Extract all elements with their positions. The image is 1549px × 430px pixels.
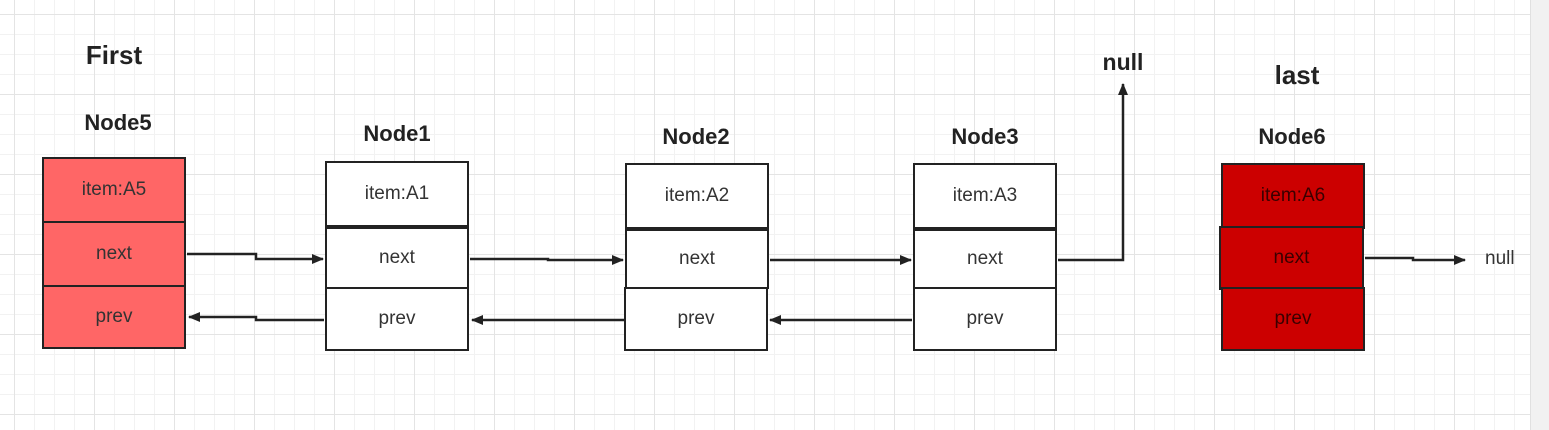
next-arrow-node6-null <box>1365 255 1466 265</box>
last-label: last <box>1274 60 1320 90</box>
node3-prev-cell: prev <box>913 287 1057 351</box>
node2-prev-cell: prev <box>624 287 768 351</box>
node5-title: Node5 <box>84 110 152 135</box>
node2-next-cell: next <box>625 229 769 289</box>
node1-title: Node1 <box>363 121 431 146</box>
node1-next-cell: next <box>325 227 469 289</box>
node6-prev-cell: prev <box>1221 287 1365 351</box>
node3-next-cell: next <box>913 229 1057 289</box>
node2-item-cell: item:A2 <box>625 163 769 229</box>
node5-next-cell: next <box>42 221 186 287</box>
node6-item-cell: item:A6 <box>1221 163 1365 229</box>
node5-item-cell: item:A5 <box>42 157 186 223</box>
node6-next-cell: next <box>1219 226 1364 290</box>
node3-item-cell: item:A3 <box>913 163 1057 229</box>
node2-title: Node2 <box>662 124 730 149</box>
prev-arrow-node1-node5 <box>188 312 324 322</box>
next-arrow-node3-null <box>1058 83 1128 262</box>
top-null-label: null <box>1102 49 1144 75</box>
node6-title: Node6 <box>1258 124 1326 149</box>
node5-prev-cell: prev <box>42 285 186 349</box>
node1-prev-cell: prev <box>325 287 469 351</box>
next-arrow-node5-node1 <box>187 252 324 264</box>
node3-title: Node3 <box>951 124 1019 149</box>
scrollbar-gutter[interactable] <box>1530 0 1549 430</box>
first-label: First <box>85 40 143 70</box>
right-null-label: null <box>1485 248 1515 269</box>
node1-item-cell: item:A1 <box>325 161 469 227</box>
next-arrow-node1-node2 <box>470 255 624 265</box>
